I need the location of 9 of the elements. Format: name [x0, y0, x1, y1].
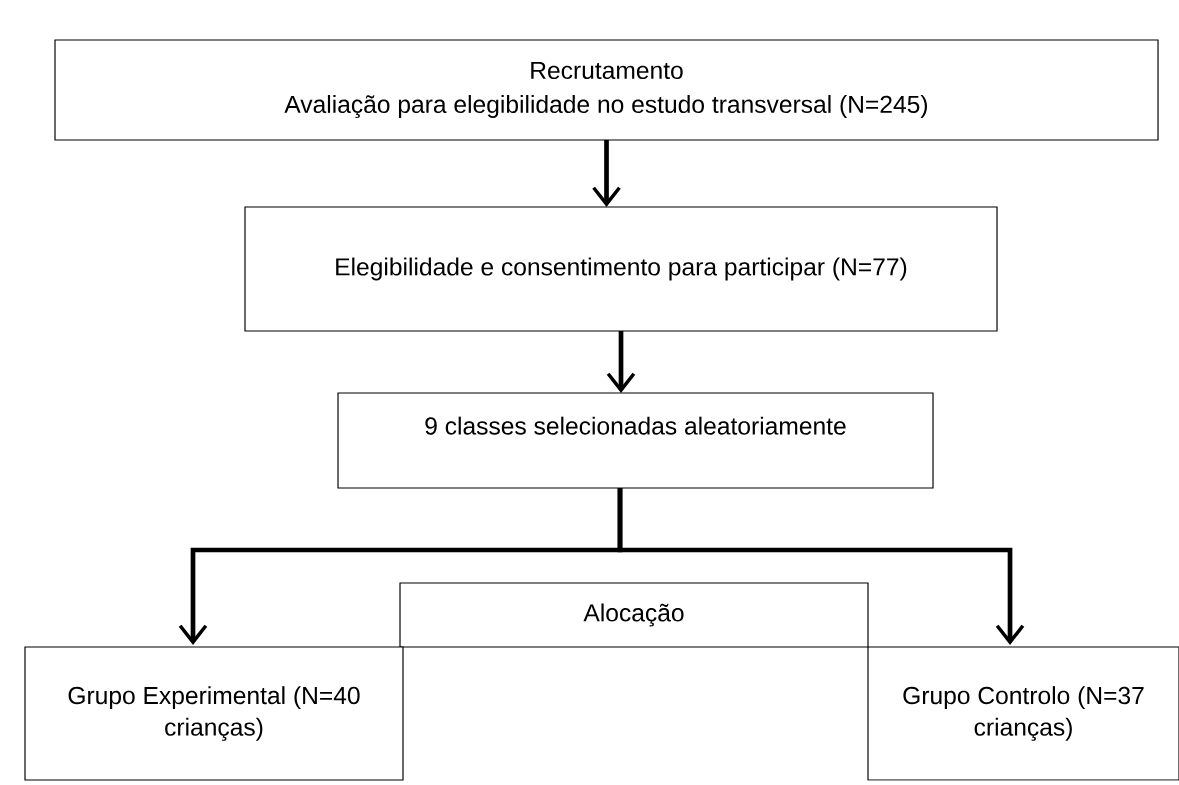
process-box: 9 classes selecionadas aleatoriamente	[337, 392, 934, 489]
arrow	[606, 331, 636, 393]
process-box: Recrutamento Avaliação para elegibilidade no estudo transversal (N=245)	[54, 39, 1159, 141]
arrow	[592, 140, 621, 207]
process-box: Alocação	[399, 582, 869, 648]
process-box: Grupo Controlo (N=37 crianças)	[867, 646, 1179, 781]
process-box: Elegibilidade e consentimento para participar (N=77)	[244, 206, 998, 332]
process-box: Grupo Experimental (N=40 crianças)	[24, 646, 404, 781]
arrow	[617, 488, 1025, 645]
